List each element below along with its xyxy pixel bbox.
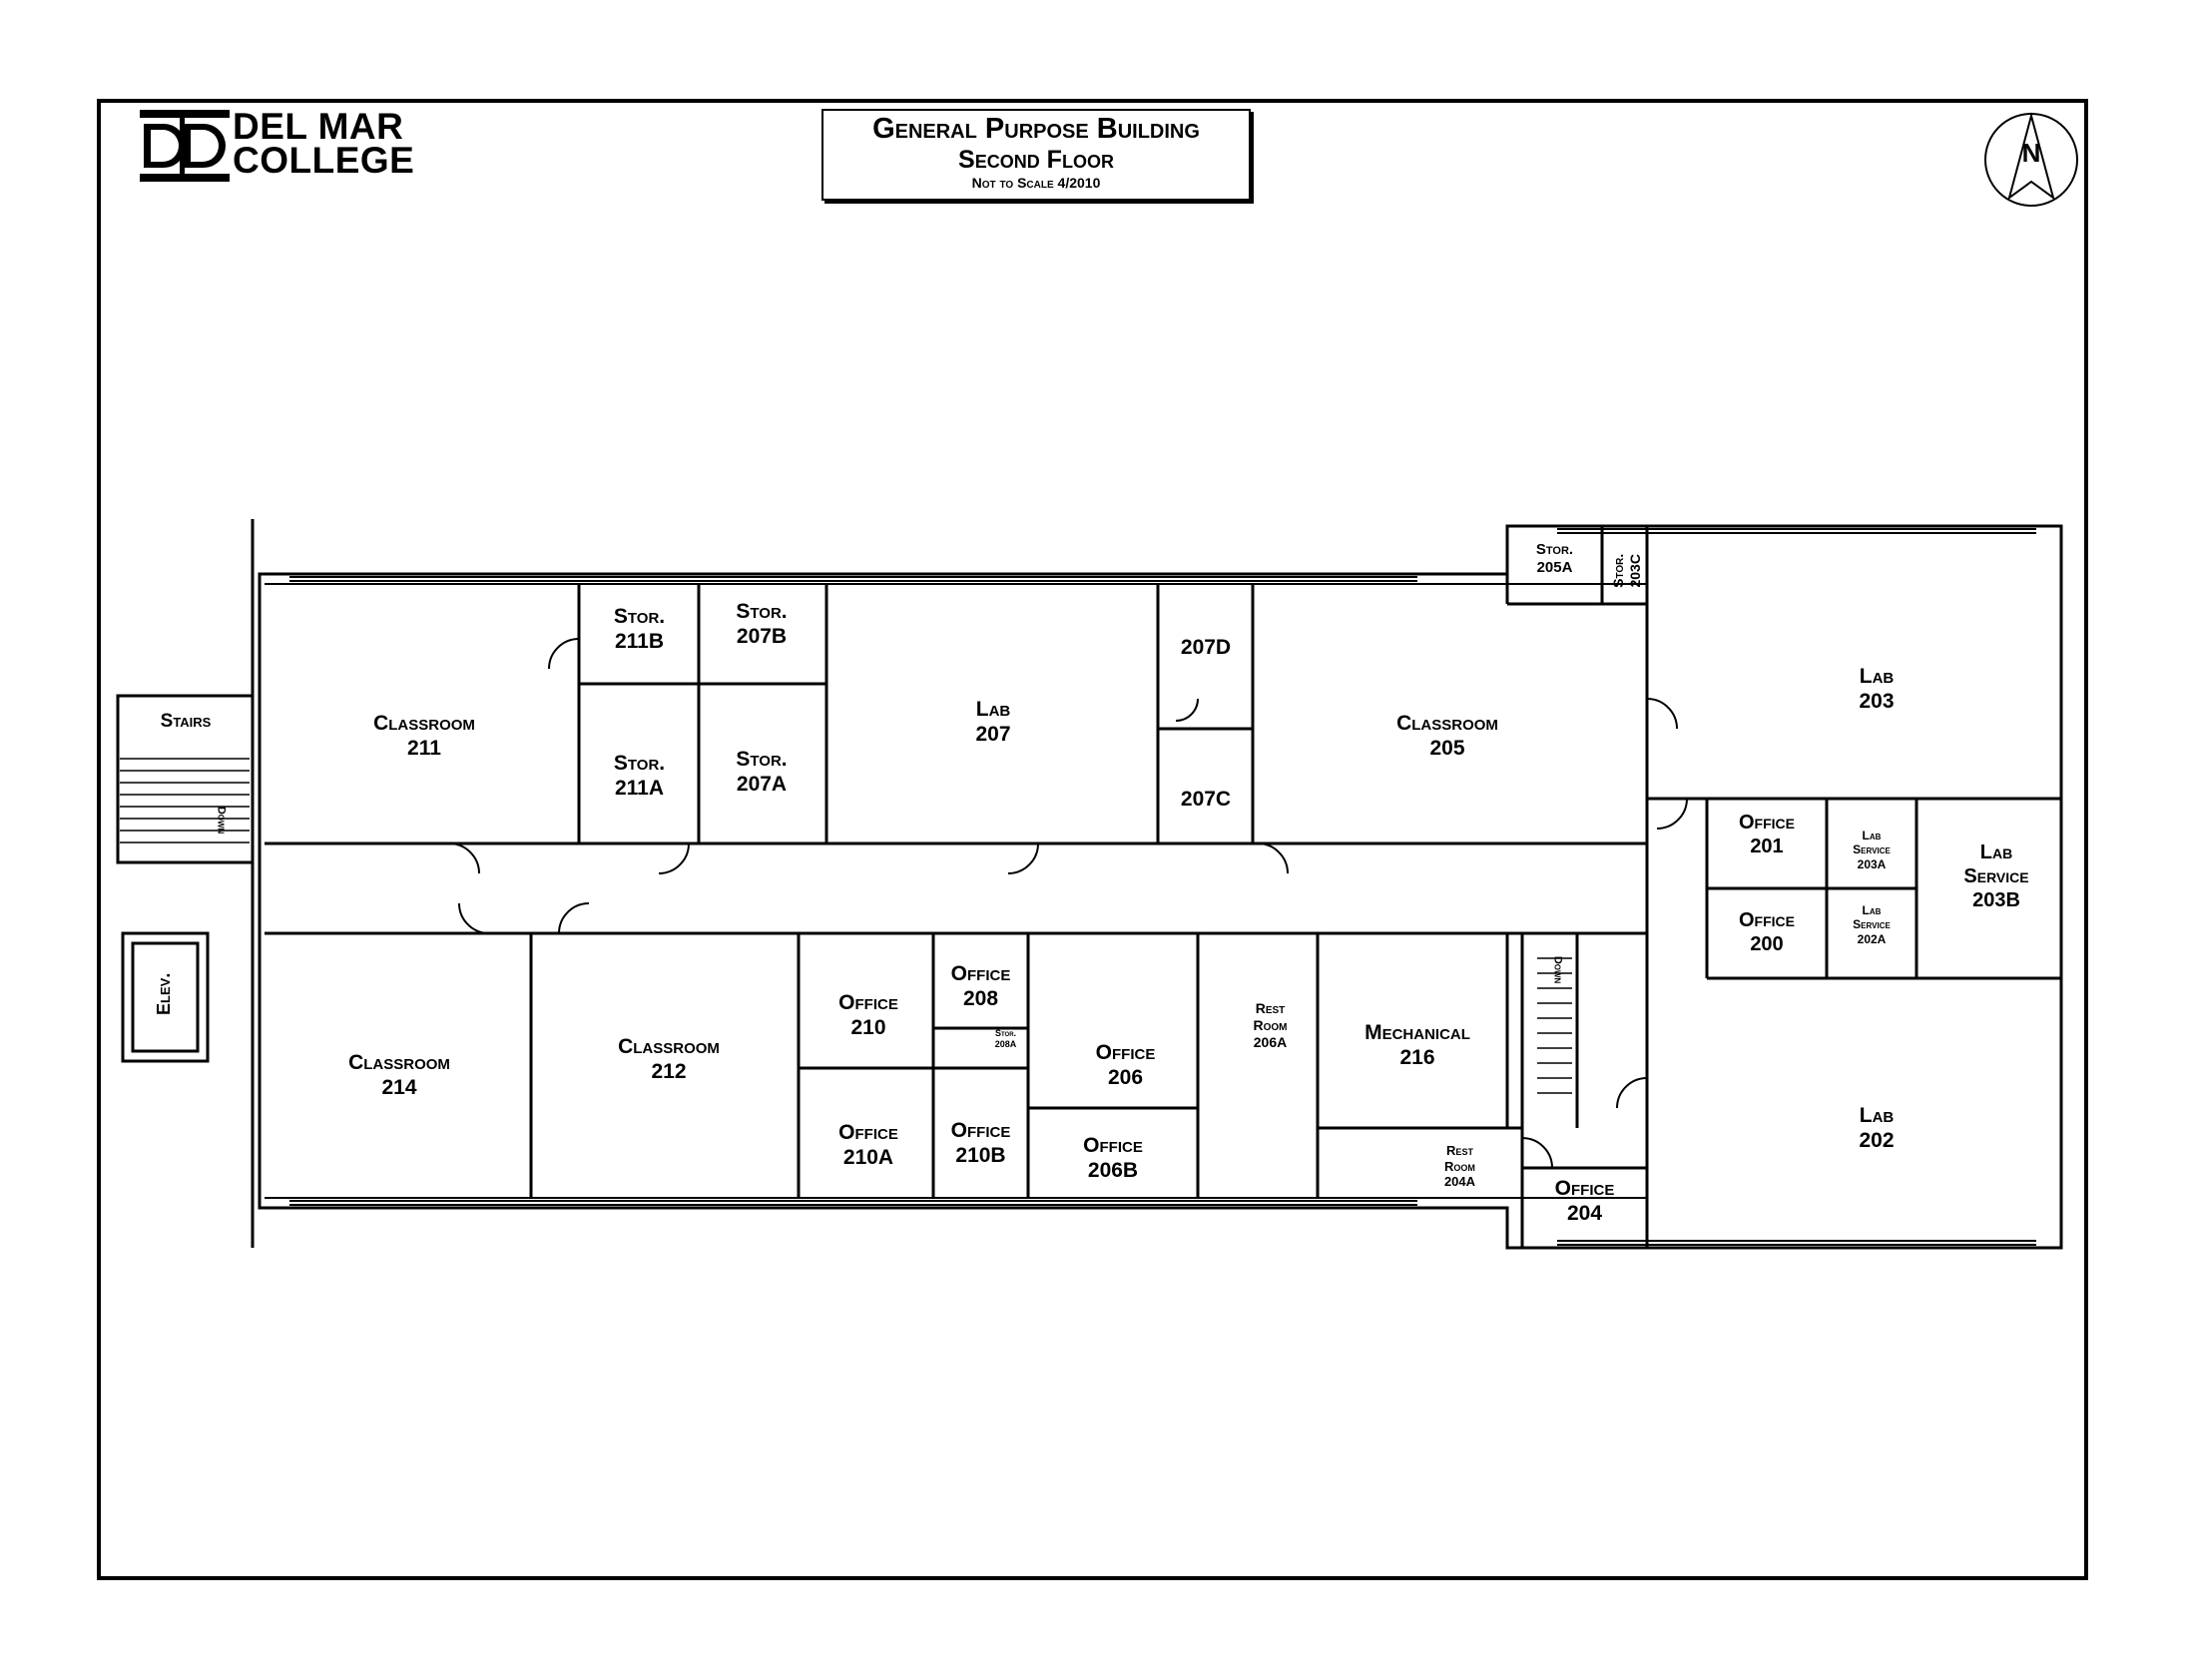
room-classroom-205: Classroom 205 bbox=[1396, 712, 1498, 761]
room-207d: 207D bbox=[1180, 636, 1232, 659]
room-office-206b: Office 206B bbox=[1083, 1134, 1143, 1183]
room-lab-203: Lab 203 bbox=[1859, 665, 1895, 714]
stairs-down-label: Down bbox=[215, 806, 228, 835]
room-office-210b: Office 210B bbox=[950, 1119, 1011, 1168]
room-elevator: Elev. bbox=[154, 972, 175, 1015]
room-office-208: Office 208 bbox=[950, 962, 1011, 1011]
drawing-border bbox=[97, 99, 2088, 1580]
north-letter: N bbox=[2022, 138, 2041, 168]
logo-line-2: COLLEGE bbox=[233, 140, 415, 181]
room-office-210a: Office 210A bbox=[838, 1121, 898, 1170]
room-mechanical-216: Mechanical 216 bbox=[1365, 1021, 1470, 1070]
room-lab-service-202a: Lab Service 202A bbox=[1853, 903, 1891, 946]
room-office-210: Office 210 bbox=[838, 991, 898, 1040]
room-rest-room-204a: Rest Room 204A bbox=[1443, 1143, 1476, 1190]
room-office-200: Office 200 bbox=[1739, 909, 1795, 955]
room-stor-207b: Stor. 207B bbox=[736, 600, 788, 649]
room-classroom-212: Classroom 212 bbox=[618, 1035, 720, 1084]
room-stairs: Stairs bbox=[160, 711, 212, 732]
room-stor-211a: Stor. 211A bbox=[613, 752, 666, 801]
room-office-201: Office 201 bbox=[1739, 812, 1795, 857]
room-207c: 207C bbox=[1180, 788, 1232, 811]
stairs2-down-label: Down bbox=[1551, 955, 1564, 984]
room-rest-room-206a: Rest Room 206A bbox=[1253, 1000, 1288, 1050]
room-office-204: Office 204 bbox=[1554, 1177, 1615, 1226]
room-office-206: Office 206 bbox=[1095, 1041, 1156, 1090]
room-stor-211b: Stor. 211B bbox=[613, 605, 666, 654]
room-lab-service-203a: Lab Service 203A bbox=[1853, 829, 1891, 871]
room-lab-202: Lab 202 bbox=[1859, 1104, 1895, 1153]
logo-text: DEL MAR COLLEGE bbox=[233, 106, 415, 181]
scale-note: Not to Scale 4/2010 bbox=[971, 175, 1101, 191]
room-lab-207: Lab 207 bbox=[975, 698, 1011, 747]
page-subtitle: Second Floor bbox=[958, 146, 1114, 174]
title-block: General Purpose Building Second Floor No… bbox=[821, 109, 1251, 201]
room-classroom-214: Classroom 214 bbox=[348, 1051, 450, 1100]
page-title: General Purpose Building bbox=[872, 113, 1200, 145]
logo-line-1: DEL MAR bbox=[233, 106, 404, 147]
room-classroom-211: Classroom 211 bbox=[373, 712, 475, 761]
room-stor-207a: Stor. 207A bbox=[736, 748, 788, 797]
room-stor-203c: Stor. 203C bbox=[1610, 553, 1643, 588]
room-lab-service-203b: Lab Service 203B bbox=[1963, 841, 2029, 911]
del-mar-college-logo bbox=[140, 110, 230, 182]
room-stor-205a: Stor. 205A bbox=[1535, 541, 1574, 576]
north-arrow-icon: N bbox=[1984, 112, 2078, 207]
room-stor-208a: Stor. 208A bbox=[994, 1028, 1017, 1049]
